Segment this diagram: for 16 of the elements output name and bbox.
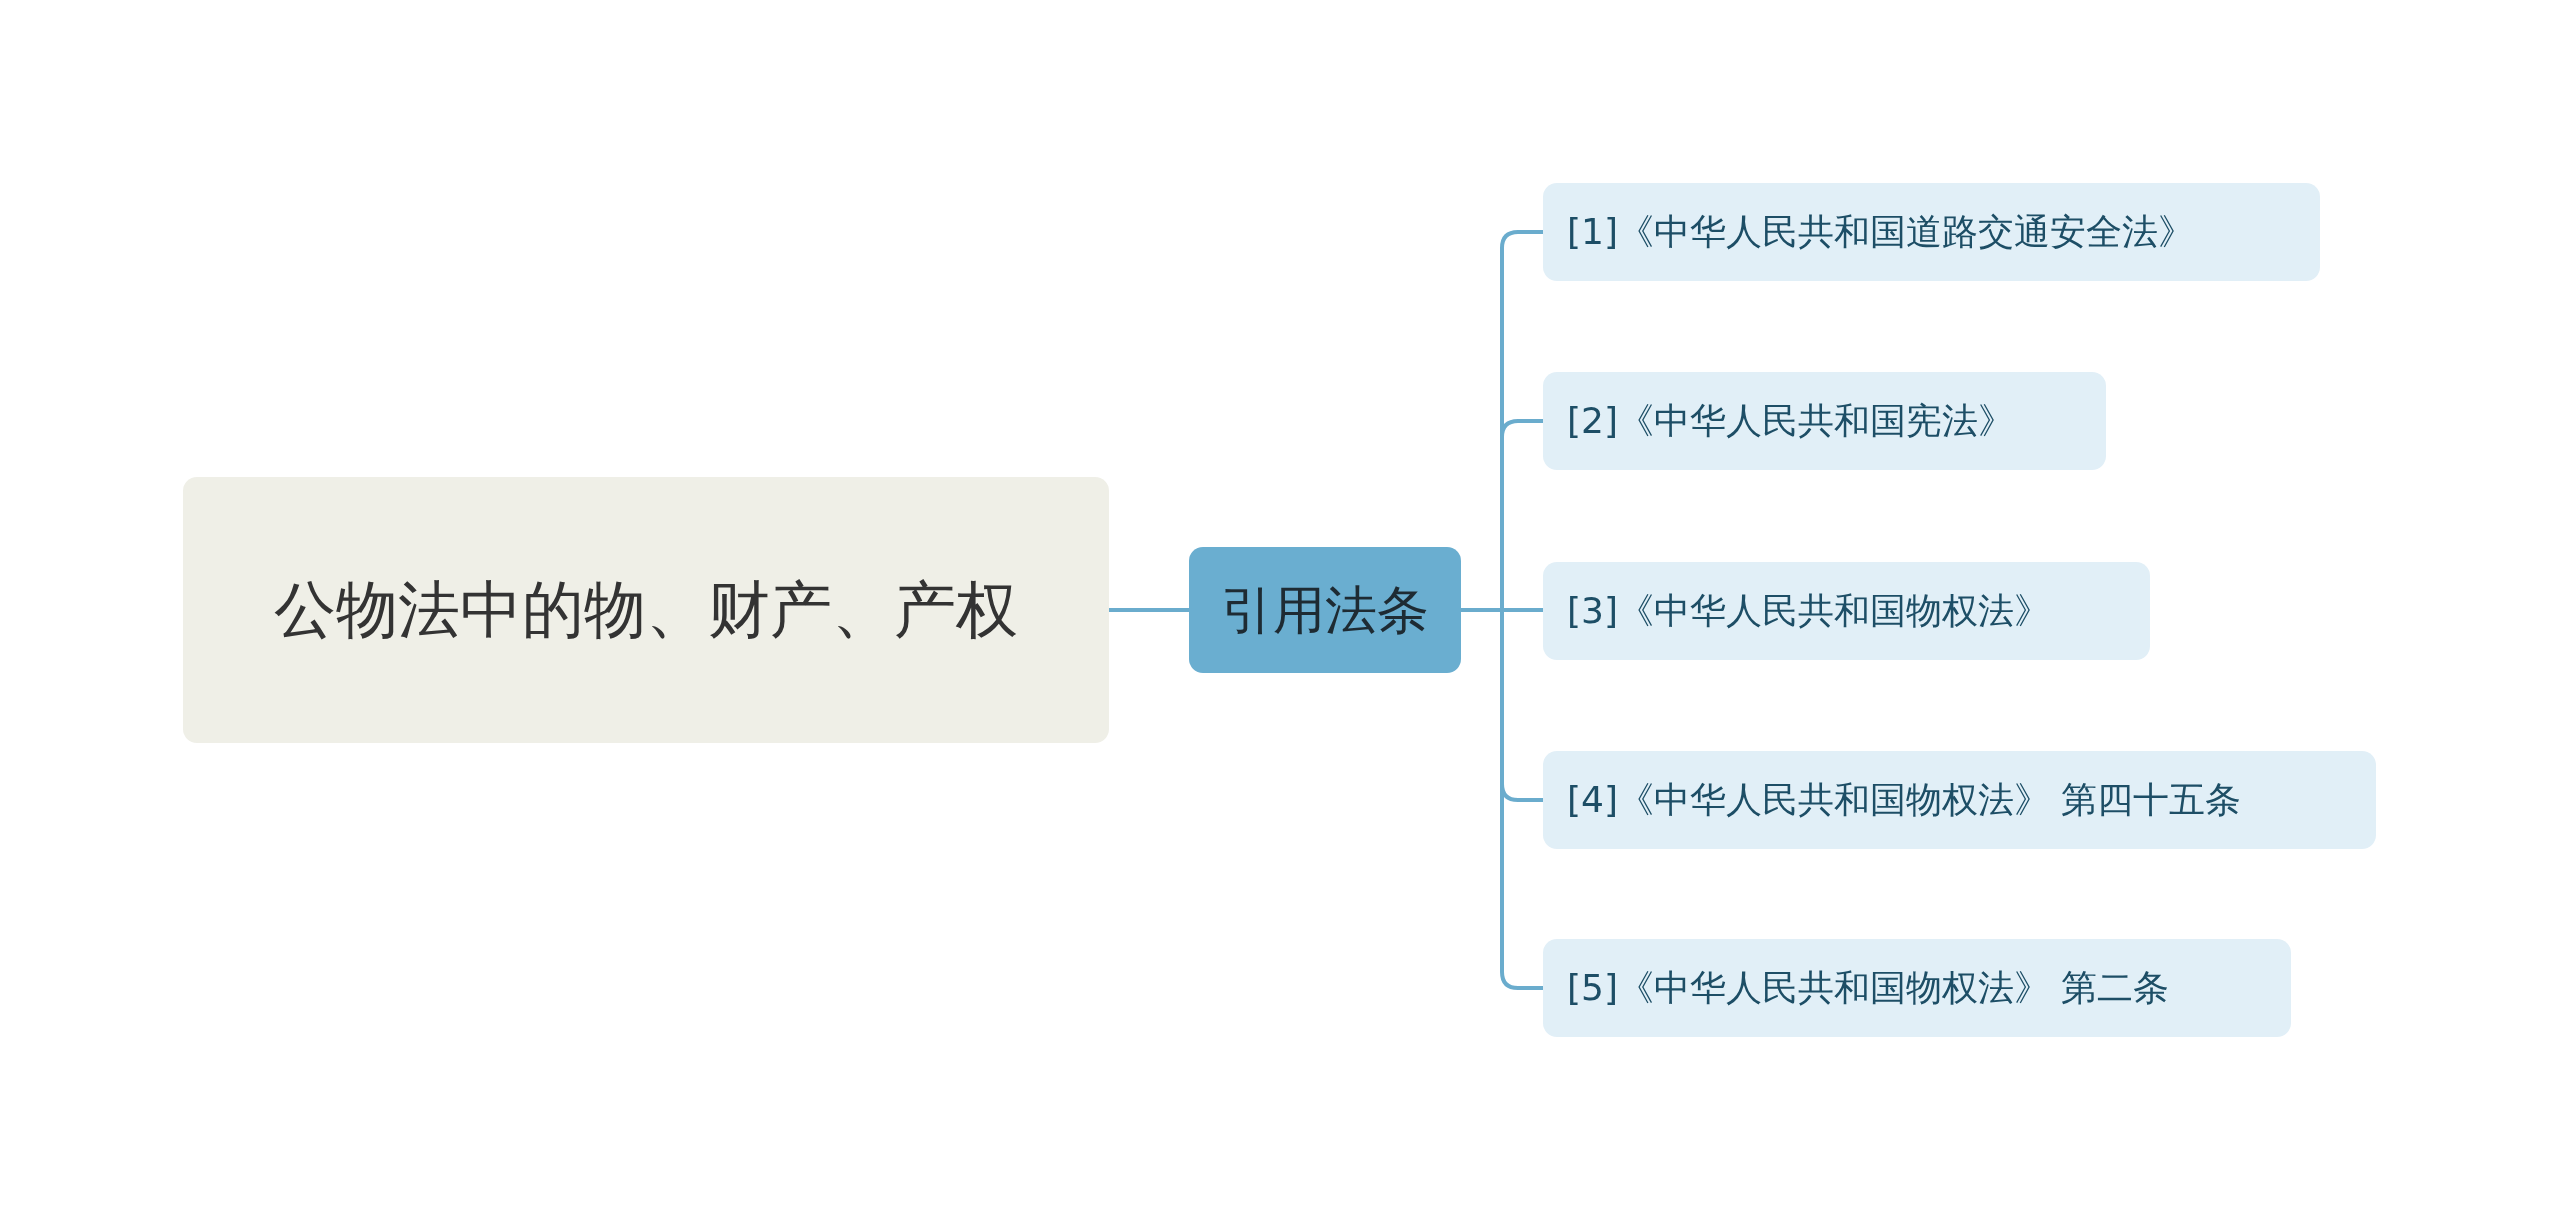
node-text: [2]《中华人民共和国宪法》 (1567, 398, 2014, 443)
node-text: [1]《中华人民共和国道路交通安全法》 (1567, 209, 2194, 254)
leaf-box (1543, 183, 2320, 281)
connector-line (1461, 608, 1543, 990)
node-text: [3]《中华人民共和国物权法》 (1567, 588, 2050, 633)
leaf-box (1543, 562, 2150, 660)
node-text: 公物法中的物、财产、产权 (274, 572, 1018, 649)
branch-box (1189, 547, 1461, 673)
node-text: [4]《中华人民共和国物权法》 第四十五条 (1567, 777, 2242, 822)
node-text: [5]《中华人民共和国物权法》 第二条 (1567, 965, 2170, 1010)
topic-box (183, 477, 1109, 743)
leaf-box (1543, 372, 2106, 470)
connector-line (1109, 608, 1189, 612)
leaf-box (1543, 751, 2376, 849)
leaf-box (1543, 939, 2291, 1037)
node-text: 引用法条 (1221, 578, 1429, 642)
